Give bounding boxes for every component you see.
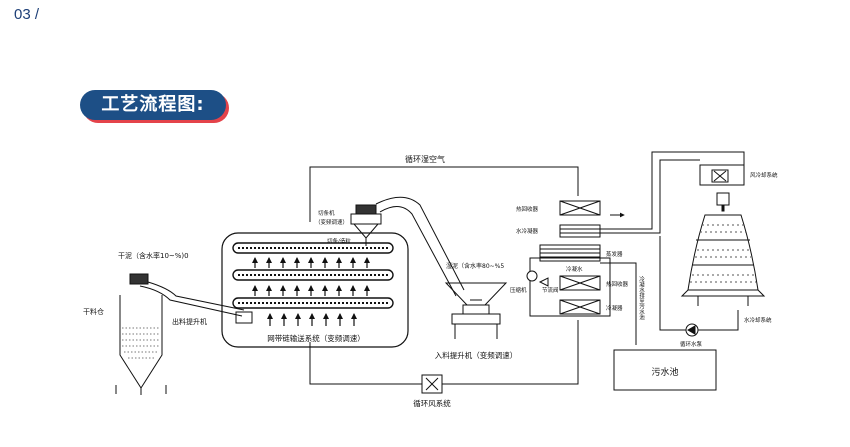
refrigerant-loop [526,257,611,317]
heat-recovery-2 [559,275,601,291]
label-cut: 切条/造粒 [327,237,351,245]
label-water-cooling: 水冷却系统 [744,316,772,324]
label-wet-sludge: 湿泥（含水率80~%5 [446,262,504,270]
belt-dryer-box [221,232,409,348]
label-water-cooler: 水冷凝器 [516,227,539,235]
label-out-lift: 出料提升机 [172,317,207,326]
label-condenser: 冷凝器 [606,304,623,312]
label-cutter-sub: （变频调速） [315,218,348,226]
water-cooler [559,224,601,238]
recirc-fan [421,374,443,394]
airflow-arrows [252,257,370,326]
cutter-machine [350,204,382,246]
belt-tiers [232,242,394,309]
sewage-tank [613,349,717,391]
cooling-tower [680,192,766,306]
label-dry-sludge: 干泥（含水率10~%)0 [118,251,189,260]
dry-bin-fill [122,327,160,359]
label-condensate: 冷凝水 [566,265,583,273]
wet-hopper [444,282,508,339]
label-cutter: 切条机 [318,209,335,217]
inlet-lift [375,196,465,297]
air-cooling-unit [699,164,745,186]
label-air-cooling: 风冷却系统 [750,171,778,179]
label-heat-recovery: 热回收器 [516,205,539,213]
label-belt: 网带链输送系统（变频调速） [267,333,365,343]
label-cond-drain: 冷凝水排至污水池 [638,275,645,321]
recirc-air-loop [309,166,579,385]
circulating-pump [685,323,699,337]
page-title: 工艺流程图: [80,90,226,120]
outlet-lift [129,273,253,324]
label-sewage: 污水池 [651,366,678,378]
water-lines [600,151,745,345]
belt-dots [238,247,388,304]
label-pump: 循环水泵 [680,340,703,348]
label-throttle: 节流阀 [542,286,559,294]
condenser [559,299,601,315]
label-in-lift: 入料提升机（变频调速） [435,350,518,360]
evaporator [539,244,601,262]
page-number: 03 / [14,6,40,23]
label-recirc-air: 循环湿空气 [405,154,445,164]
heat-recovery-1 [559,200,601,216]
tower-fill-dashes [690,224,756,283]
label-dry-bin: 干料仓 [83,307,104,316]
label-recirc-fan: 循环风系统 [413,398,451,408]
label-compressor: 压缩机 [510,286,527,294]
dry-bin [115,295,167,395]
label-evaporator: 蒸发器 [606,250,623,258]
label-heat-recovery-2: 热回收器 [606,280,629,288]
